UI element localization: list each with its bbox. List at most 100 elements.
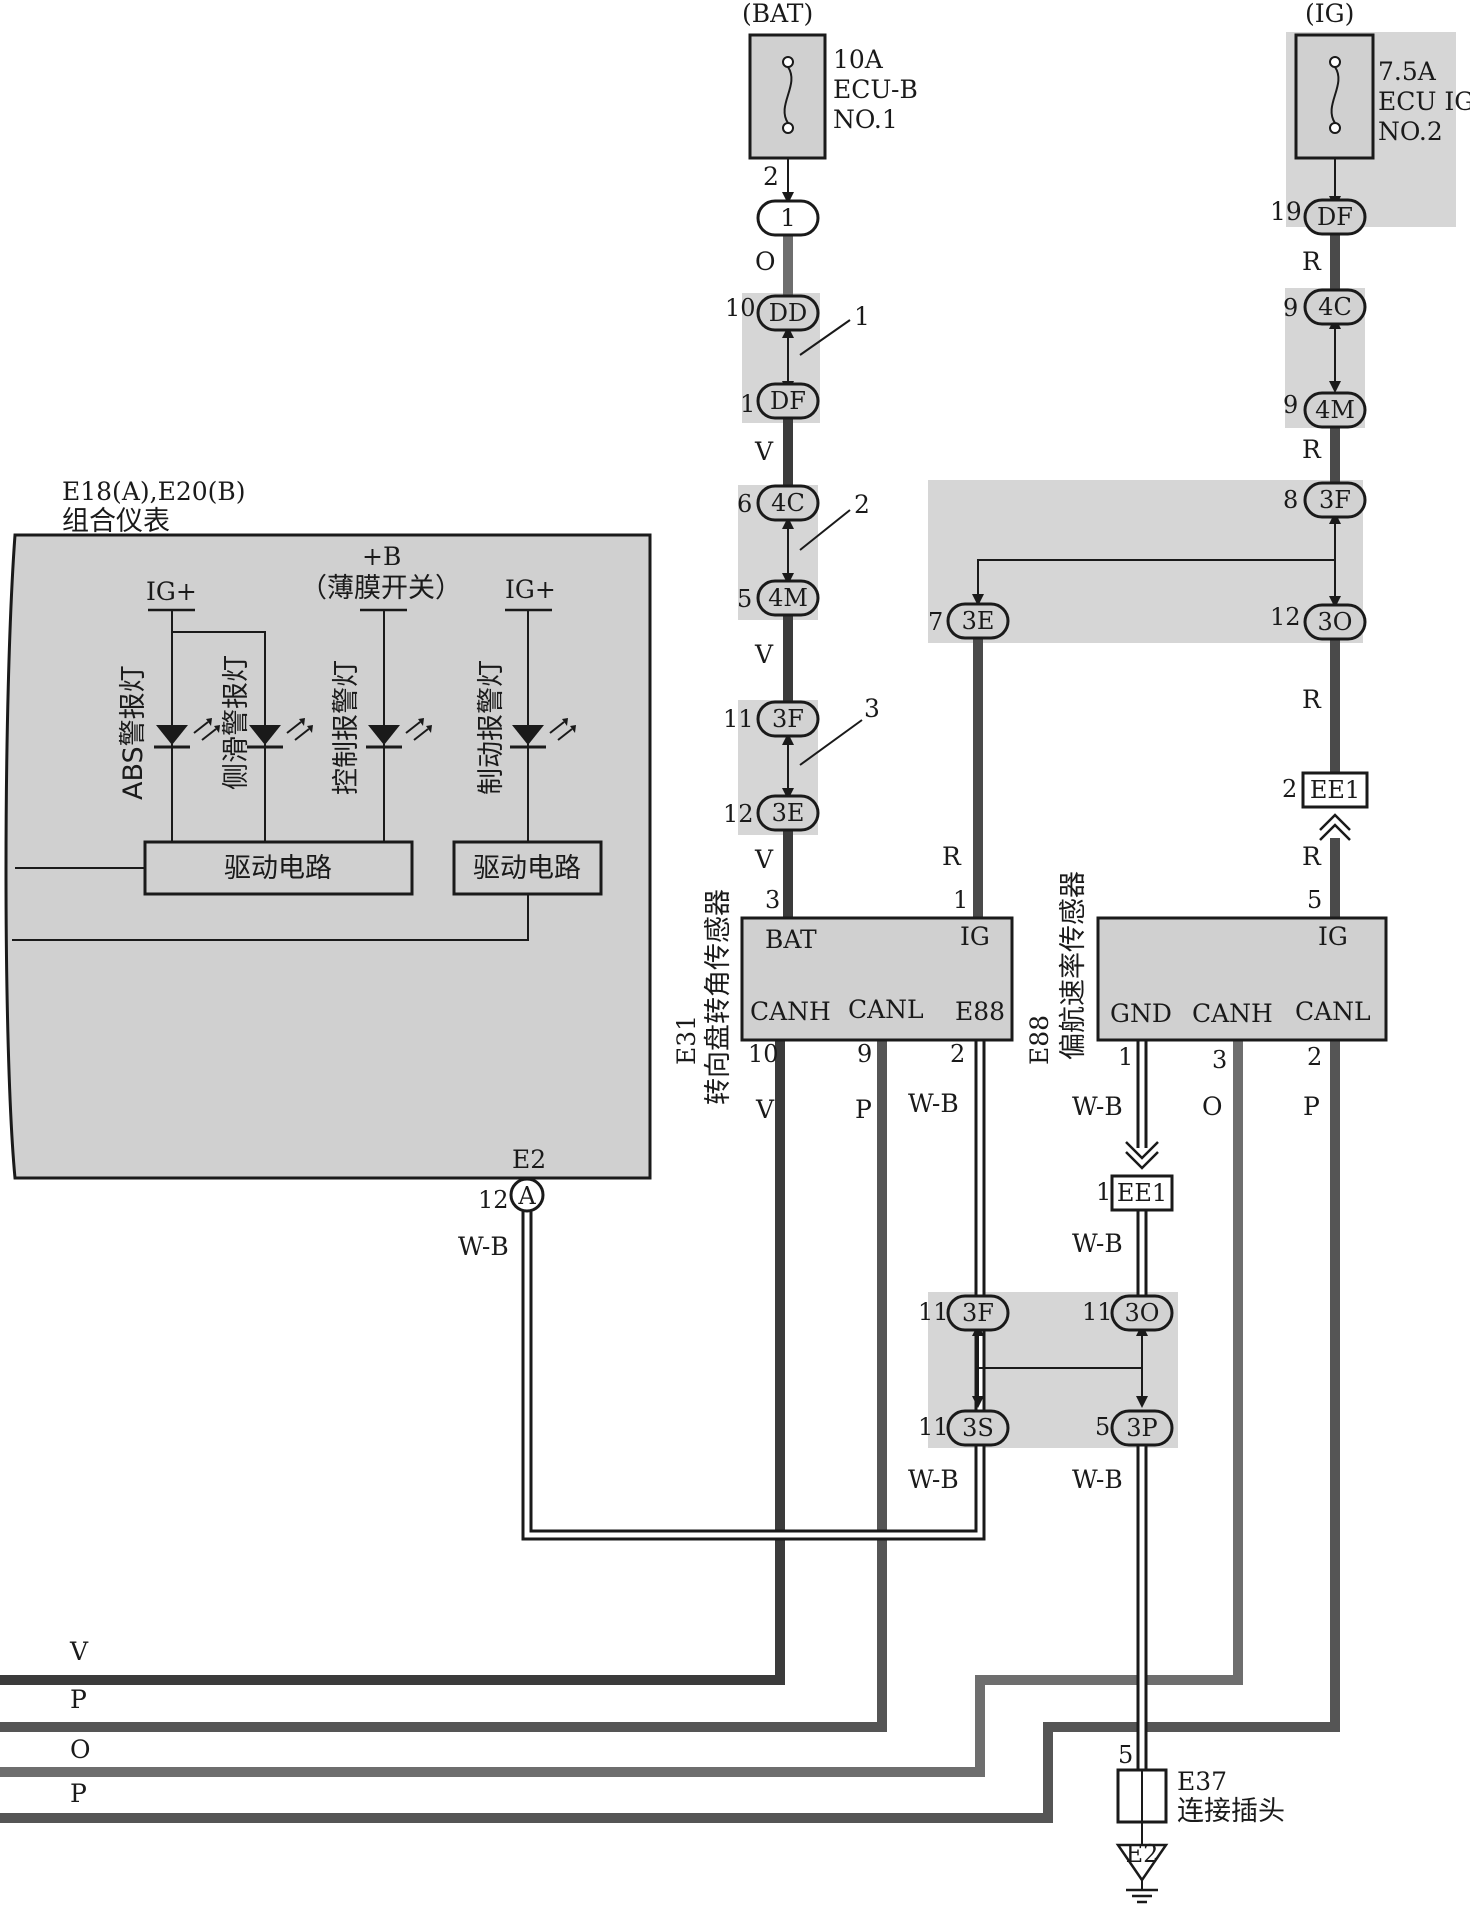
inline-chevron-ee1-top xyxy=(1319,813,1351,831)
svg-text:W-B: W-B xyxy=(1072,1092,1123,1121)
fuse-ig-amp: 7.5A xyxy=(1378,57,1437,86)
connector-3f-left xyxy=(756,700,820,738)
bus-label-o: O xyxy=(70,1735,91,1764)
pin-10-dd: 10 xyxy=(725,294,756,322)
ground-icon xyxy=(1115,1843,1169,1883)
wire-label-r1: R xyxy=(1302,247,1322,276)
lamp-slip-label: 侧滑警报灯 xyxy=(221,655,252,790)
svg-text:4C: 4C xyxy=(1318,293,1352,321)
svg-text:P: P xyxy=(855,1095,872,1124)
wire-label-v2: V xyxy=(754,640,774,669)
pin-7-3e: 7 xyxy=(928,608,943,636)
wire-p-yaw-canl-bus xyxy=(0,1040,1340,1823)
steer-sensor-id: E31 xyxy=(672,1015,701,1065)
connector-4m-right xyxy=(1303,391,1367,429)
junction-name: 连接插头 xyxy=(1177,1796,1285,1827)
pin-11-3o-bot: 11 xyxy=(1082,1298,1113,1326)
wire-label-wb-e2: W-B xyxy=(458,1232,509,1261)
svg-text:CANH: CANH xyxy=(750,997,831,1026)
led-control-icon xyxy=(366,718,432,749)
wire-label-v1: V xyxy=(754,437,774,466)
svg-text:9: 9 xyxy=(857,1040,872,1068)
fuse-bat-source: (BAT) xyxy=(742,0,813,28)
lamp-control-label: 控制报警灯 xyxy=(331,660,362,795)
svg-text:2: 2 xyxy=(950,1040,965,1068)
svg-text:4M: 4M xyxy=(1315,396,1355,424)
wire-label-wb-3p: W-B xyxy=(1072,1465,1123,1494)
cluster-id: E18(A),E20(B) xyxy=(62,477,246,506)
wire-label-r3: R xyxy=(1302,685,1322,714)
pin-2-ee1: 2 xyxy=(1282,775,1297,803)
wire-label-wb-3s: W-B xyxy=(908,1465,959,1494)
pin-12-3e: 12 xyxy=(723,800,754,828)
wire-label-r5: R xyxy=(942,842,962,871)
fuse-ig-no: NO.2 xyxy=(1378,117,1443,146)
pin-1-df: 1 xyxy=(740,390,755,418)
pin-5-4m: 5 xyxy=(737,585,752,613)
yaw-sensor-name: 偏航速率传感器 xyxy=(1058,871,1089,1060)
ground-label: E2 xyxy=(1126,1840,1159,1868)
svg-text:2: 2 xyxy=(1307,1043,1322,1071)
fuse-bat-amp: 10A xyxy=(833,45,884,74)
svg-text:EE1: EE1 xyxy=(1117,1179,1167,1207)
connector-4m-left xyxy=(756,579,820,617)
led-brake-icon xyxy=(510,718,576,749)
svg-text:BAT: BAT xyxy=(765,925,817,954)
svg-text:3E: 3E xyxy=(772,799,805,827)
callout-2: 2 xyxy=(854,490,870,519)
svg-text:A: A xyxy=(517,1182,536,1210)
wire-p-canl-bus xyxy=(0,1040,887,1732)
svg-text:驱动电路: 驱动电路 xyxy=(473,853,581,884)
inline-chevron-ee1-bot xyxy=(1125,1141,1159,1160)
fuse-bat-no: NO.1 xyxy=(833,105,898,134)
fuse-ig-name: ECU IG xyxy=(1378,87,1470,116)
pin-11-3f-bot: 11 xyxy=(918,1298,949,1326)
svg-text:W-B: W-B xyxy=(908,1089,959,1118)
svg-text:5: 5 xyxy=(1118,1741,1133,1769)
connector-df-left xyxy=(756,382,820,420)
pin-12-3o: 12 xyxy=(1270,603,1301,631)
fuse-bat-name: ECU-B xyxy=(833,75,918,104)
svg-text:GND: GND xyxy=(1110,999,1172,1028)
svg-text:10: 10 xyxy=(748,1040,779,1068)
svg-text:P: P xyxy=(1303,1092,1320,1121)
steering-angle-sensor xyxy=(740,916,1014,1042)
yaw-rate-sensor xyxy=(1096,916,1388,1042)
cluster-conn-pin: 12 xyxy=(478,1186,509,1214)
lamp-abs-label: ABS警报灯 xyxy=(118,665,149,800)
svg-text:DD: DD xyxy=(769,299,807,327)
svg-text:3O: 3O xyxy=(1125,1299,1160,1327)
connector-3e-left xyxy=(756,794,820,832)
led-slip-icon xyxy=(247,718,313,749)
fuse-ig-source: (IG) xyxy=(1305,0,1354,28)
bus-label-v: V xyxy=(69,1637,89,1666)
svg-text:CANH: CANH xyxy=(1192,999,1273,1028)
svg-text:3: 3 xyxy=(765,886,780,914)
wire-label-o: O xyxy=(755,247,776,276)
connector-3s xyxy=(946,1409,1010,1447)
fuse-bat-pin: 2 xyxy=(763,162,779,191)
svg-text:5: 5 xyxy=(1307,886,1322,914)
svg-text:DF: DF xyxy=(1317,203,1353,231)
lamp-brake-label: 制动报警灯 xyxy=(476,660,507,795)
svg-text:3: 3 xyxy=(1212,1046,1227,1074)
pin-5-3p: 5 xyxy=(1095,1413,1110,1441)
supply-ig-2: IG+ xyxy=(505,575,556,604)
pin-9-4m: 9 xyxy=(1283,391,1298,419)
connector-3p xyxy=(1110,1409,1174,1447)
wire-label-r4: R xyxy=(1302,842,1322,871)
svg-text:O: O xyxy=(1202,1092,1223,1121)
connector-4c-right xyxy=(1303,288,1367,326)
callout-line-2 xyxy=(799,509,851,551)
wire-o-yaw-canh-bus xyxy=(0,1040,1243,1777)
svg-text:1: 1 xyxy=(1118,1043,1133,1071)
cluster-name: 组合仪表 xyxy=(62,506,170,537)
connector-3o-right xyxy=(1303,603,1367,641)
svg-text:CANL: CANL xyxy=(1295,997,1371,1026)
pin-6-4c: 6 xyxy=(737,490,752,518)
connector-ee1-top xyxy=(1301,771,1369,809)
arrow-fuse-bat xyxy=(782,192,794,204)
svg-text:3F: 3F xyxy=(1319,486,1351,514)
connector-3o-bot xyxy=(1110,1294,1174,1332)
cluster-conn-a xyxy=(509,1177,545,1213)
